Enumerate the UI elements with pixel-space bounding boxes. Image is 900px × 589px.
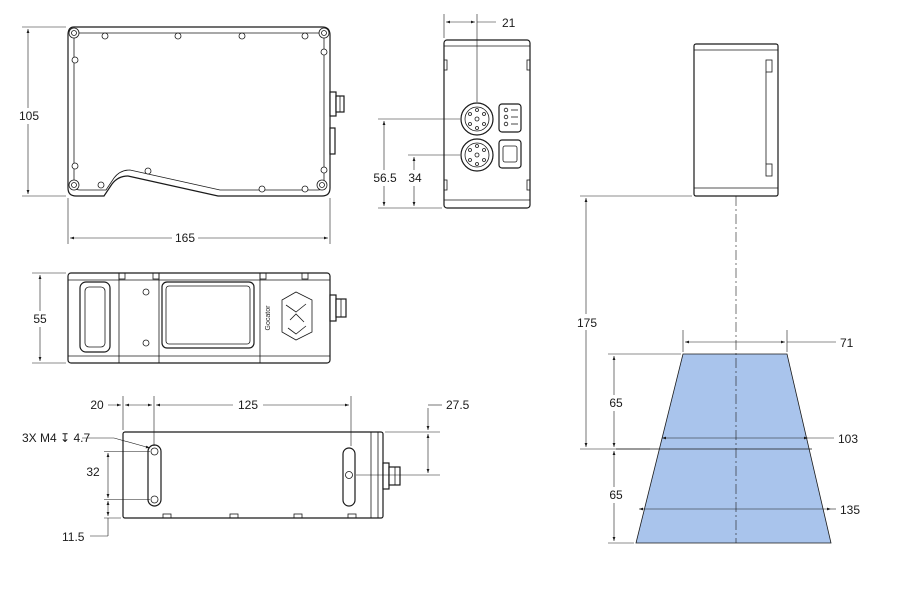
top-view-housing [67, 26, 331, 197]
dim-side-height: 55 [33, 312, 47, 326]
connector-2 [460, 138, 494, 172]
top-view-screws [68, 27, 330, 193]
brand-vertical-text: Gocator [265, 305, 272, 331]
svg-text:3X M4 ↧ 4.7: 3X M4 ↧ 4.7 [22, 431, 90, 445]
dim-front-depth: 21 [502, 16, 516, 30]
bottom-view: 20 125 27.5 3X M4 ↧ 4.7 32 11.5 [22, 396, 470, 544]
mount-slot-left [147, 444, 162, 507]
dim-fov-distance: 175 [577, 316, 597, 330]
dim-bottom-spacing: 125 [238, 398, 258, 412]
dim-top-height: 105 [19, 109, 39, 123]
brand-logo: Gocator [265, 291, 313, 341]
side-view-window-center [161, 281, 255, 349]
mount-holes-depth-symbol: ↧ [60, 431, 70, 445]
dim-fov-near-width: 71 [840, 336, 854, 350]
top-view: 105 165 [16, 26, 345, 246]
dim-fov-far-width: 135 [840, 503, 860, 517]
dim-fov-mid-width: 103 [838, 432, 858, 446]
field-of-view-diagram: 175 65 65 71 103 135 [572, 43, 860, 544]
status-leds-panel [498, 103, 522, 169]
mount-holes-label: 3X M4 [22, 431, 57, 445]
dim-bottom-right-offset: 27.5 [446, 398, 470, 412]
side-view: Gocator 55 [28, 272, 347, 364]
top-view-connectors [329, 91, 345, 155]
side-view-window-left [79, 281, 111, 353]
field-of-view-area [635, 353, 832, 544]
dim-bottom-offset: 20 [90, 398, 104, 412]
mount-slot-right [342, 447, 356, 507]
dim-fov-upper-depth: 65 [609, 396, 623, 410]
dim-top-width: 165 [175, 231, 195, 245]
connector-1 [460, 102, 494, 136]
dim-bottom-hole-spacing: 32 [86, 465, 100, 479]
dim-bottom-bottom-offset: 11.5 [62, 530, 85, 544]
front-view: 21 56.5 34 [370, 14, 531, 209]
dim-front-conn1: 56.5 [373, 171, 397, 185]
sensor-side-housing [693, 43, 779, 197]
mount-holes-depth: 4.7 [73, 431, 90, 445]
dim-front-conn2: 34 [408, 171, 422, 185]
dim-fov-lower-depth: 65 [609, 488, 623, 502]
